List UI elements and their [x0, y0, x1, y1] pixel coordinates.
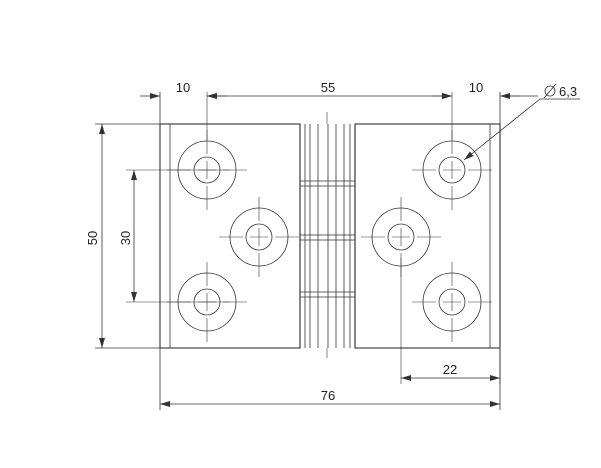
hinge-knuckle — [299, 112, 356, 358]
dim-overall-height: 50 — [85, 231, 100, 245]
diameter-leader — [463, 83, 580, 161]
hole-spacing-dimension — [126, 169, 230, 303]
dim-top-left-offset: 10 — [176, 80, 190, 95]
dim-right-center-to-edge: 22 — [443, 362, 457, 377]
dim-top-middle-span: 55 — [321, 80, 335, 95]
dim-hole-spacing: 30 — [118, 231, 133, 245]
overall-height-dimension — [95, 123, 160, 349]
hole-4 — [412, 130, 492, 210]
overall-width-dimension — [159, 348, 501, 410]
top-dimension-chain — [140, 92, 538, 140]
dim-top-right-offset: 10 — [469, 80, 483, 95]
hole-6 — [412, 262, 492, 342]
dim-overall-width: 76 — [321, 388, 335, 403]
hole-2 — [219, 197, 299, 277]
mounting-holes — [167, 130, 492, 342]
dim-hole-diameter: 6,3 — [559, 84, 577, 99]
